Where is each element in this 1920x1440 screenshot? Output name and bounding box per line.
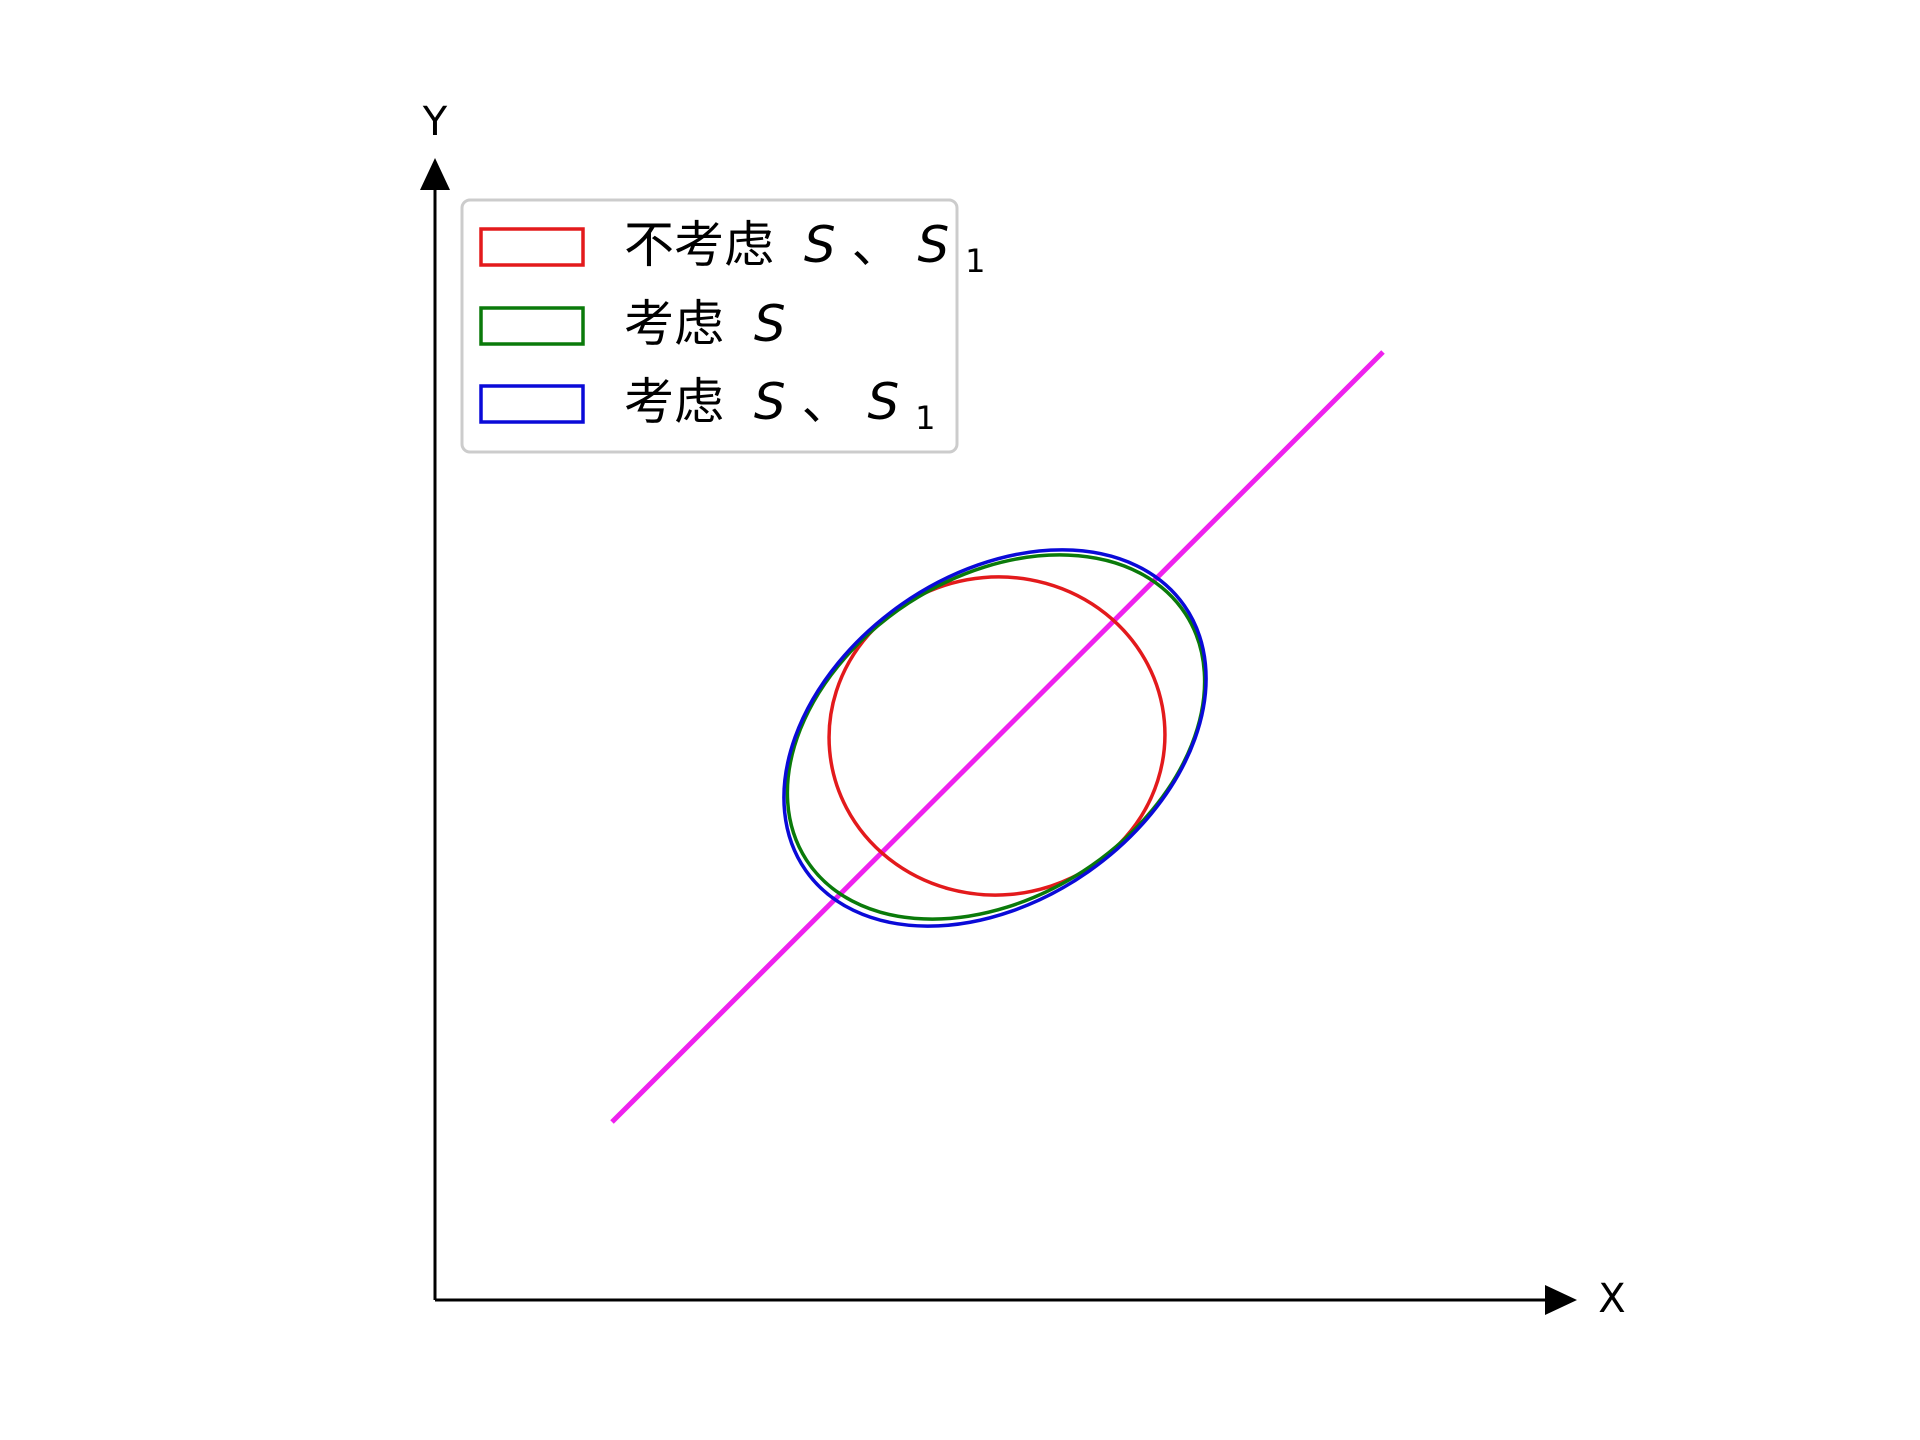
legend-swatch-2	[479, 384, 585, 424]
ellipse-no-s-s1	[827, 575, 1167, 897]
legend: 不考虑 S 、 S 1 考虑 S 考虑 S 、 S 1	[460, 198, 985, 454]
axes: Y X	[420, 99, 1626, 1322]
legend-frame	[460, 198, 959, 454]
ellipse-with-s-s1	[782, 548, 1208, 928]
legend-label-1: 考虑 S	[624, 295, 786, 353]
legend-entry-1: 考虑 S	[479, 295, 786, 353]
y-axis-label: Y	[422, 99, 448, 145]
legend-swatch-1	[479, 306, 585, 346]
x-axis-label: X	[1598, 1276, 1625, 1322]
x-axis-arrow	[1545, 1285, 1577, 1315]
legend-entry-0: 不考虑 S 、 S 1	[479, 216, 985, 280]
ellipse-with-s	[785, 553, 1207, 921]
legend-label-0: 不考虑 S 、 S 1	[624, 216, 985, 280]
legend-swatch-0	[479, 227, 585, 267]
diagonal-line	[610, 350, 1385, 1124]
y-axis-arrow	[420, 158, 450, 190]
legend-label-2: 考虑 S 、 S 1	[624, 373, 935, 437]
legend-entry-2: 考虑 S 、 S 1	[479, 373, 935, 437]
